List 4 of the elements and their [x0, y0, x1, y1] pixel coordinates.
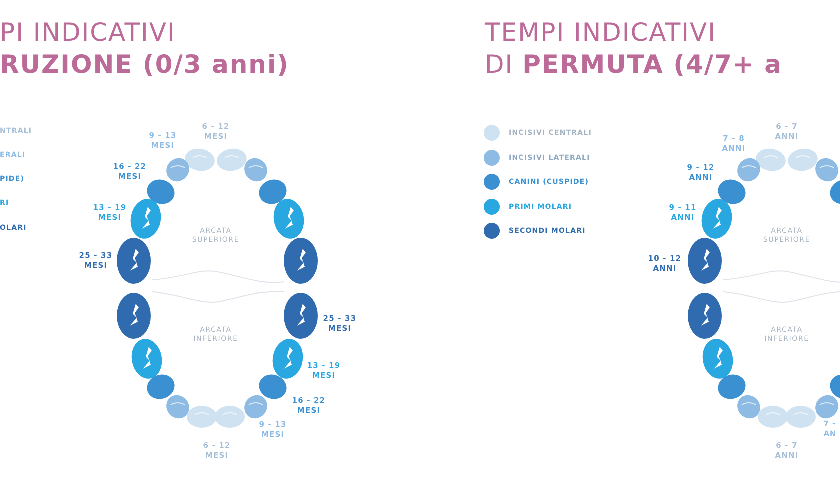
title-text: TEMPI INDICATIVI — [485, 20, 716, 45]
title-text: DI PERMUTA (4/7+ a — [485, 52, 782, 77]
title-text: RUZIONE (0/3 anni) — [0, 52, 290, 77]
title-text: PI INDICATIVI — [0, 20, 176, 45]
